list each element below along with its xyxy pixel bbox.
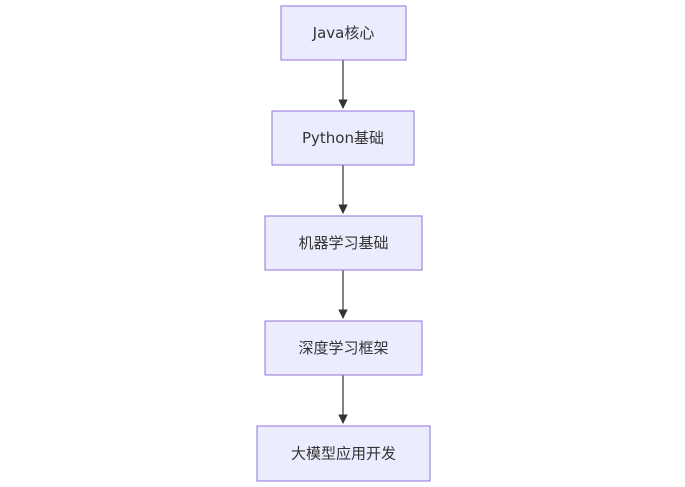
node-python-basics[interactable]: Python基础 [271,110,415,166]
node-java-core[interactable]: Java核心 [280,5,407,61]
node-llm-dev-label: 大模型应用开发 [291,445,396,463]
node-dl-frameworks[interactable]: 深度学习框架 [264,320,423,376]
node-ml-basics[interactable]: 机器学习基础 [264,215,423,271]
node-ml-basics-label: 机器学习基础 [298,234,388,252]
node-python-basics-label: Python基础 [302,129,384,147]
node-java-core-label: Java核心 [312,24,375,42]
node-llm-dev[interactable]: 大模型应用开发 [256,425,431,482]
node-dl-frameworks-label: 深度学习框架 [298,339,388,357]
